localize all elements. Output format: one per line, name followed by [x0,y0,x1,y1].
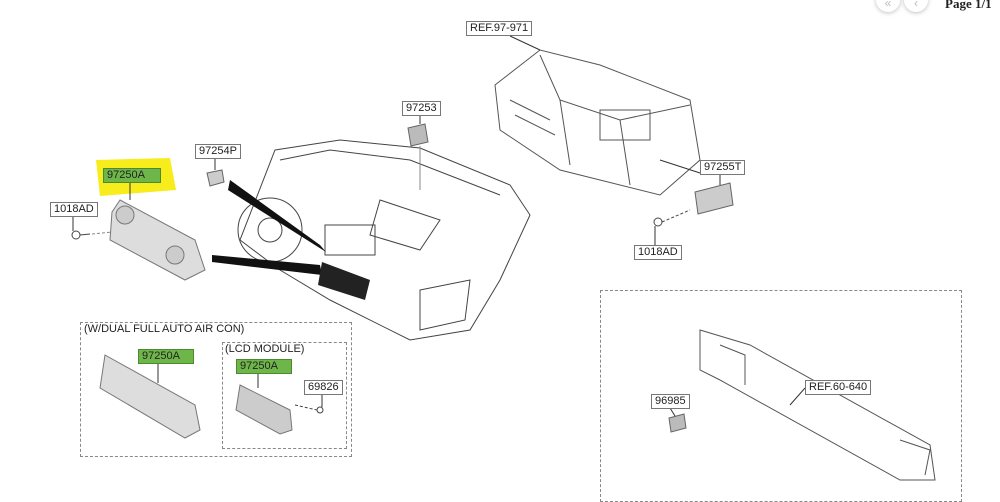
callout-97250A-lcd[interactable]: 97250A [236,359,292,374]
screw-drawing [71,230,91,240]
callout-1018AD-right[interactable]: 1018AD [634,245,682,260]
callout-97254P[interactable]: 97254P [195,144,241,159]
parts-diagram-drawing [71,35,936,481]
pointer-band [228,180,326,252]
callout-ref-60-640[interactable]: REF.60-640 [805,380,872,395]
callout-1018AD-left[interactable]: 1018AD [50,202,98,217]
pointer-band [212,255,322,275]
crossmember-drawing [699,329,936,481]
callout-69826[interactable]: 69826 [304,380,343,395]
variant-box-title: (W/DUAL FULL AUTO AIR CON) [84,323,245,335]
dashboard-drawing [237,139,531,341]
callout-ref-97-971[interactable]: REF.97-971 [466,21,533,36]
callout-96985[interactable]: 96985 [651,394,690,409]
lcd-module-box [222,342,347,449]
callout-97253[interactable]: 97253 [402,101,441,116]
climate-control-panel-drawing [109,199,206,281]
callout-97250A[interactable]: 97250A [103,168,161,183]
page-indicator: Page 1/1 [945,0,992,11]
radio-unit [318,262,370,300]
lcd-module-title: (LCD MODULE) [225,343,305,355]
crossmember-box [600,290,962,502]
callout-97250A-dual[interactable]: 97250A [138,349,194,364]
callout-97255T[interactable]: 97255T [700,160,746,175]
first-page-button[interactable]: « [876,0,900,12]
variant-box [80,322,352,457]
hvac-unit-drawing [494,49,701,196]
chevron-left-icon: ‹ [914,0,918,10]
prev-page-button[interactable]: ‹ [904,0,928,12]
double-chevron-left-icon: « [884,0,892,10]
